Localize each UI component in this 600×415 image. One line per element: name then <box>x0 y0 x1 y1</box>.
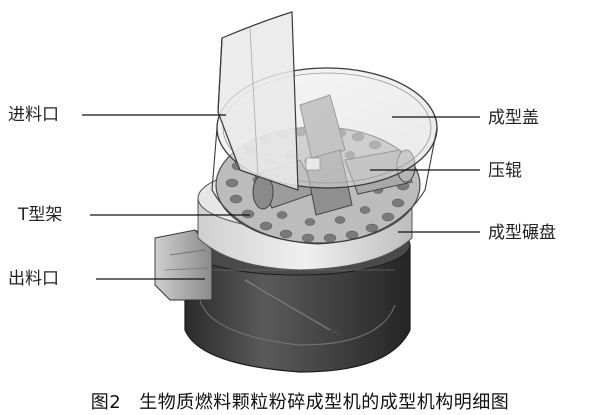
label-t-frame: T型架 <box>18 205 63 225</box>
label-discharge-outlet: 出料口 <box>8 269 59 289</box>
label-feed-inlet: 进料口 <box>8 105 59 125</box>
caption-text: 生物质燃料颗粒粉碎成型机的成型机构明细图 <box>139 392 510 413</box>
figure-number: 图2 <box>90 392 122 413</box>
leader-lines <box>82 114 480 280</box>
label-press-roller: 压辊 <box>488 161 522 181</box>
label-molding-die: 成型碾盘 <box>488 223 556 243</box>
discharge-chute <box>154 229 213 301</box>
feed-inlet <box>217 11 299 191</box>
figure-caption: 图2 生物质燃料颗粒粉碎成型机的成型机构明细图 <box>0 388 600 414</box>
label-molding-cover: 成型盖 <box>488 108 539 128</box>
